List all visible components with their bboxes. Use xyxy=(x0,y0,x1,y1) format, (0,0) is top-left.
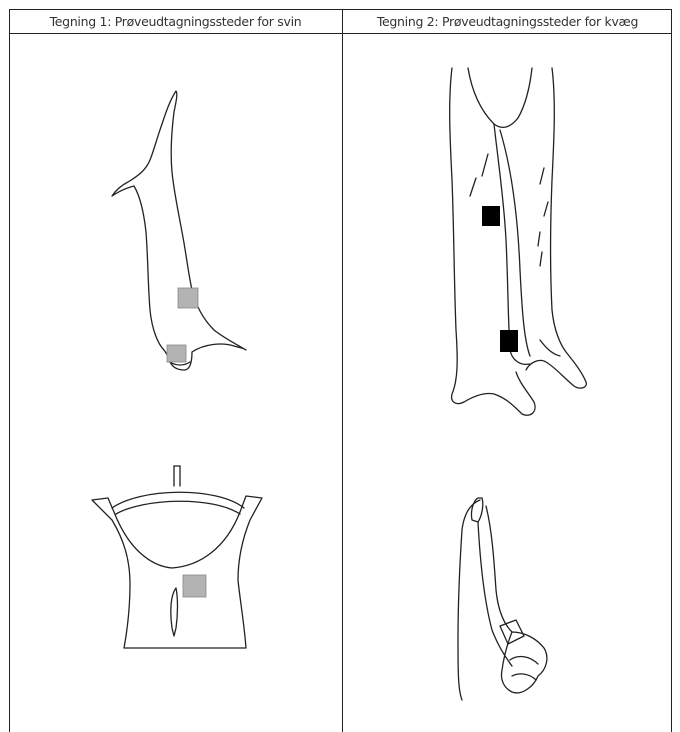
pig-sample-site-marker xyxy=(178,288,198,308)
pig-spine-cut xyxy=(171,588,178,636)
cattle-neck-joint xyxy=(501,632,546,693)
cattle-hindquarter-crotch xyxy=(468,68,532,127)
cattle-hindquarter-seam xyxy=(500,130,530,356)
cattle-sample-site-marker xyxy=(500,330,518,352)
pig-sample-site-marker xyxy=(167,345,186,362)
cattle-sample-site-marker xyxy=(482,206,500,226)
cattle-neck-front-line xyxy=(478,522,512,666)
cattle-neck-joint-curve xyxy=(510,657,538,664)
cattle-neck-joint-curve xyxy=(512,674,536,680)
cattle-neck-outer-left xyxy=(458,500,480,700)
cattle-hindquarter-illustration xyxy=(450,68,587,415)
pig-carcass-side-illustration xyxy=(112,91,246,370)
pig-gambrel-outer xyxy=(112,492,244,508)
cattle-neck-inner-line xyxy=(486,506,512,632)
pig-carcass-outline xyxy=(112,91,246,370)
cattle-hindquarter-hock xyxy=(540,340,560,356)
cattle-hindquarter-right-outline xyxy=(526,68,586,388)
cattle-neck-illustration xyxy=(458,498,547,700)
pig-carcass-hock-curve xyxy=(170,362,190,365)
cattle-hindquarter-left-outline xyxy=(450,68,535,415)
pig-sample-site-marker xyxy=(183,575,206,597)
pig-gambrel-inner xyxy=(116,501,240,514)
pig-carcass-back-illustration xyxy=(92,466,262,648)
cattle-surface-marks xyxy=(470,154,548,266)
